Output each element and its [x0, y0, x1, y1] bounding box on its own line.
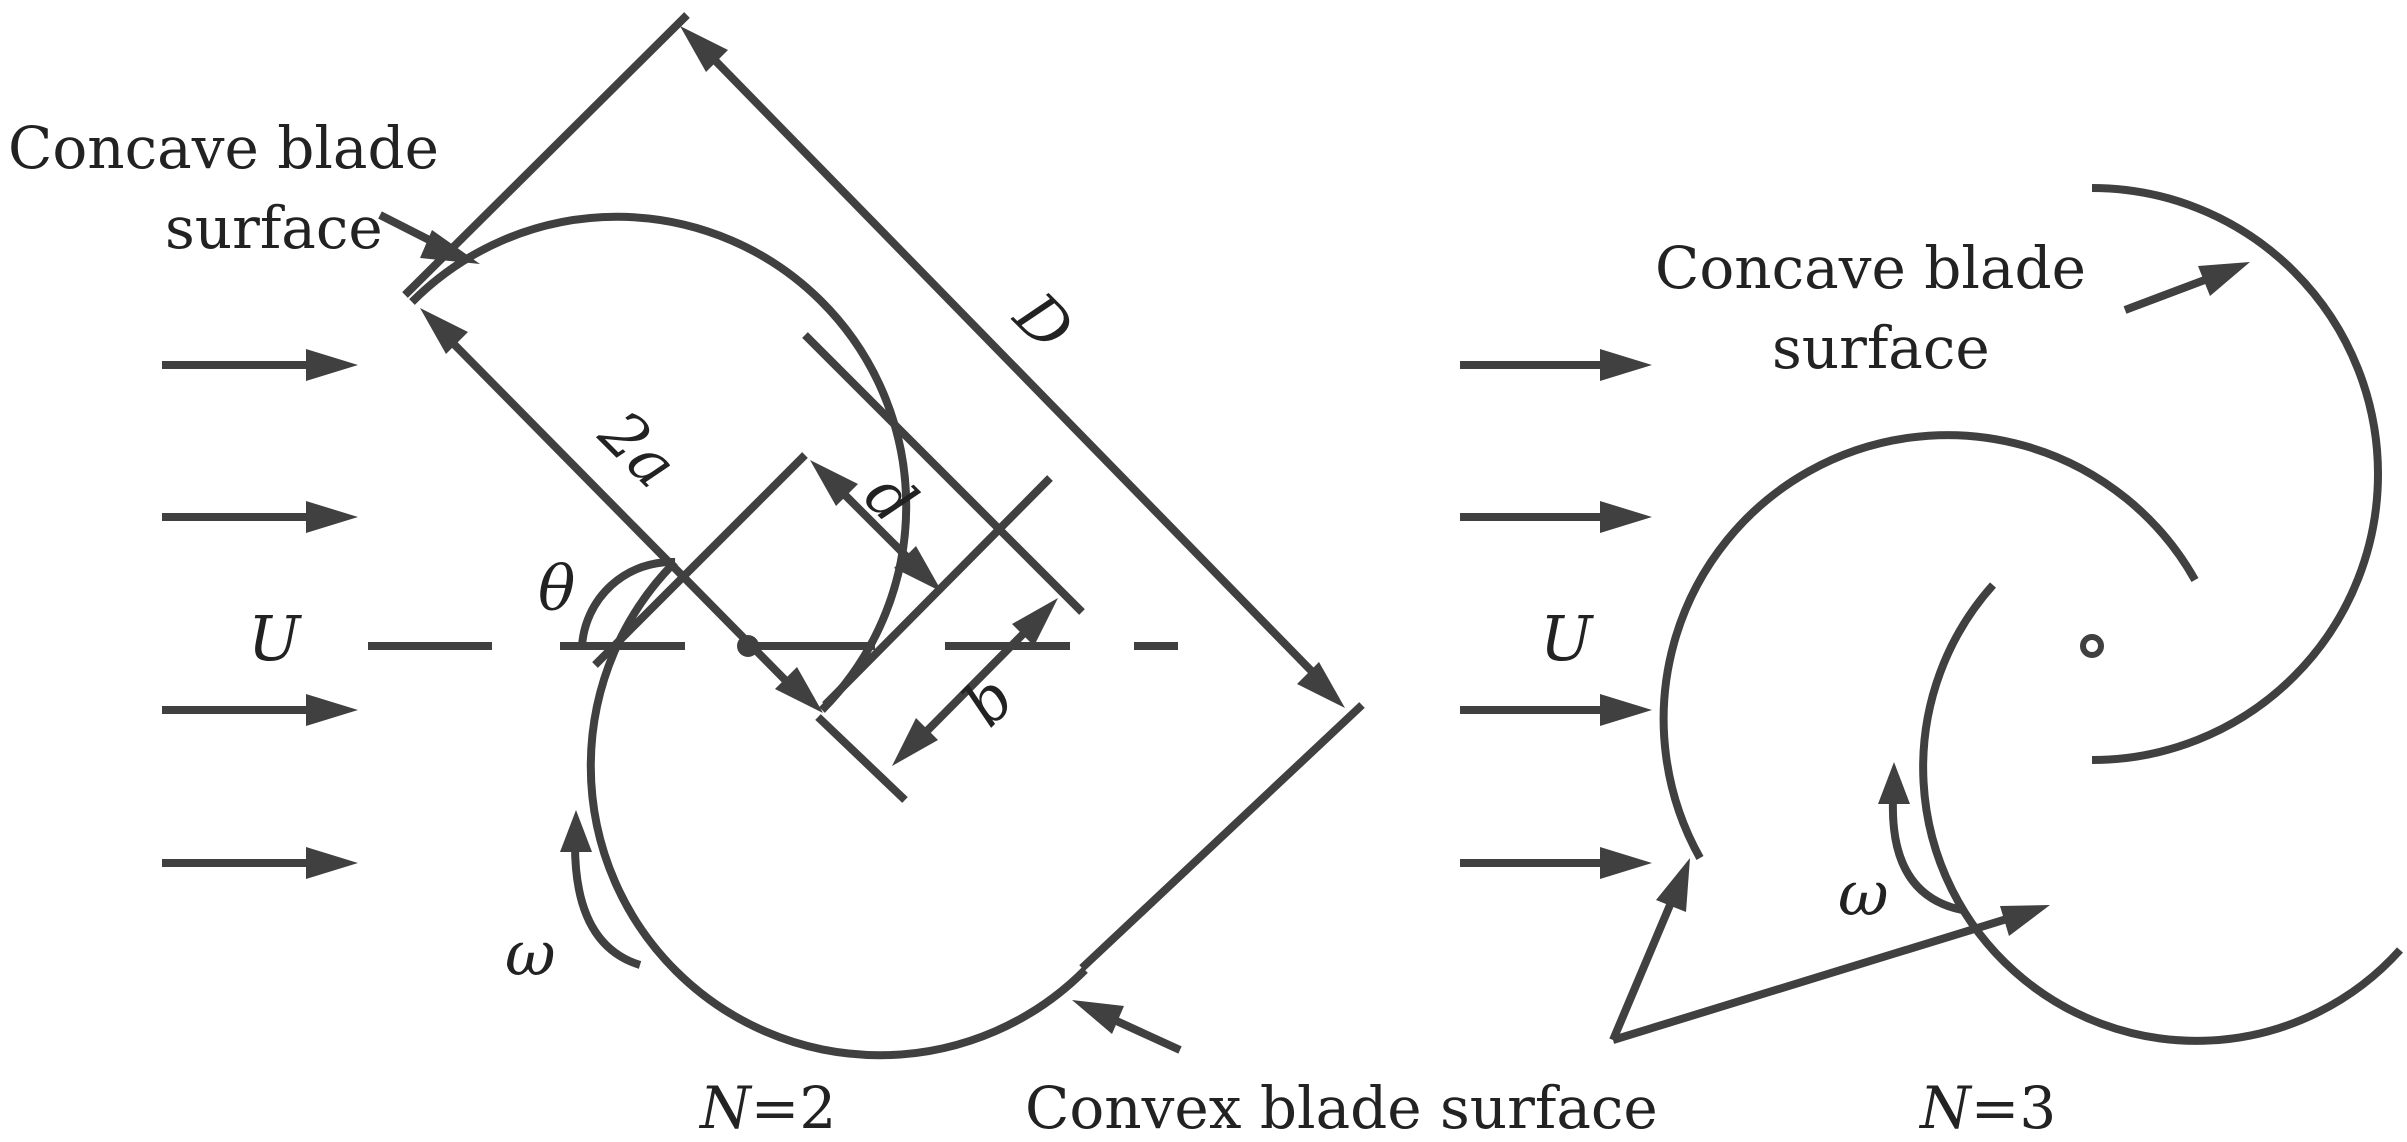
flow-arrow [162, 847, 358, 879]
concave-label-right-line2: surface [1772, 314, 1990, 382]
rotation-arrow-omega [1878, 762, 1963, 914]
dimension-d [810, 460, 942, 592]
rotor-axis-point [2080, 634, 2104, 658]
lower-blade [586, 559, 1088, 1060]
flow-arrow [162, 501, 358, 533]
theta-label: θ [538, 552, 575, 625]
flow-arrow [1460, 501, 1652, 533]
dimension-2a-label: 2a [585, 396, 691, 502]
concave-label-arrow [378, 211, 480, 264]
convex-blade-label: Convex blade surface [1025, 1074, 1658, 1142]
blade-count-label: N=3 [1918, 1074, 2056, 1142]
flow-arrow [1460, 694, 1652, 726]
count-N: N [1918, 1074, 1973, 1142]
dimension-b-label: b [948, 661, 1028, 741]
dimension-b [892, 598, 1058, 766]
blade-1 [2091, 184, 2382, 764]
overlap-reference-lines [592, 332, 1085, 803]
left-flow-arrows [162, 349, 358, 879]
flow-arrow [1460, 349, 1652, 381]
flow-arrow [162, 694, 358, 726]
blade-count-label: N=2 [698, 1074, 836, 1142]
dimension-d-label: d [851, 458, 931, 538]
blade-2 [1659, 431, 2199, 860]
convex-pointer-lines [1609, 858, 2050, 1044]
count-N: N [698, 1074, 753, 1142]
rotation-arrow-omega [560, 810, 642, 969]
count-value: =3 [1971, 1074, 2057, 1142]
flow-velocity-label: U [1540, 602, 1594, 675]
count-value: =2 [751, 1074, 837, 1142]
concave-label-right-line1: Concave blade [1655, 234, 2086, 302]
flow-arrow [1460, 847, 1652, 879]
theta-angle-arc [578, 557, 676, 647]
convex-label-arrow [1072, 1000, 1182, 1054]
concave-label-arrow [2123, 262, 2250, 314]
right-flow-arrows [1460, 349, 1652, 879]
omega-label: ω [1838, 857, 1889, 930]
concave-label-left-line1: Concave blade [8, 114, 439, 182]
dimension-D-label: D [1000, 278, 1087, 365]
flow-arrow [162, 349, 358, 381]
omega-label: ω [505, 917, 556, 990]
dimension-2a [420, 308, 823, 713]
upper-blade [409, 212, 911, 713]
flow-velocity-label: U [248, 602, 302, 675]
concave-label-left-line2: surface [165, 194, 383, 262]
blade-3 [1919, 582, 2403, 1045]
